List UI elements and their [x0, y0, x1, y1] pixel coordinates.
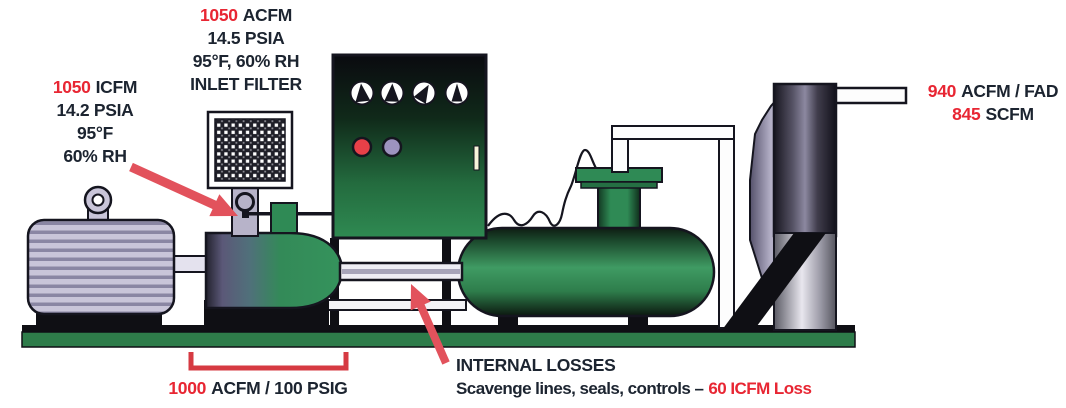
inlet-air-flow-value: 1050 — [52, 77, 91, 97]
internal-losses-title: INTERNAL LOSSES — [456, 355, 616, 375]
aftercooler — [722, 82, 908, 331]
compressor — [204, 231, 344, 330]
discharge-flow-unit: ACFM / FAD — [961, 81, 1059, 101]
tank-shell — [456, 226, 716, 318]
tank-to-aftercooler-pipe — [611, 125, 735, 329]
gauge-3 — [411, 80, 437, 106]
shaft-coupling — [171, 255, 211, 273]
compressor-rating-value: 1000 — [168, 378, 207, 398]
inlet-air-humidity: 60% RH — [63, 146, 127, 166]
inlet-filter-caption: INLET FILTER — [190, 74, 302, 94]
compressor-discharge-pipe — [338, 261, 464, 282]
arrow-internal-losses — [410, 284, 450, 365]
internal-losses-detail: Scavenge lines, seals, controls –60 ICFM… — [456, 377, 812, 400]
motor-body — [26, 218, 176, 316]
internal-losses-value: 60 ICFM Loss — [708, 379, 812, 398]
red-annotations — [129, 162, 450, 371]
discharge-pipe — [834, 86, 908, 105]
inlet-filter-assembly — [206, 110, 333, 237]
rating-bracket — [188, 352, 349, 371]
discharge-flow-value: 940 — [927, 81, 957, 101]
inlet-filter-flow-value: 1050 — [199, 5, 238, 25]
inlet-valve-stem — [242, 209, 249, 218]
gauge-2 — [379, 80, 405, 106]
tank-nozzle-neck — [597, 185, 641, 231]
door-handle — [473, 145, 480, 171]
internal-losses-label: INTERNAL LOSSES Scavenge lines, seals, c… — [456, 354, 812, 400]
compressor-body — [204, 231, 344, 310]
inlet-air-temperature: 95°F — [77, 123, 113, 143]
gauge-4 — [444, 80, 470, 106]
receiver-tank — [456, 148, 716, 318]
discharge-std-flow-value: 845 — [952, 104, 981, 124]
inlet-filter-pressure: 14.5 PSIA — [207, 28, 285, 48]
control-panel — [331, 53, 488, 240]
electric-motor — [26, 185, 211, 330]
discharge-std-flow-unit: SCFM — [985, 104, 1034, 124]
internal-losses-description: Scavenge lines, seals, controls – — [456, 379, 704, 398]
gauge-1 — [349, 80, 375, 106]
aftercooler-body-upper — [772, 82, 838, 238]
compressor-rating-unit: ACFM / 100 PSIG — [211, 378, 348, 398]
lifting-eye-hole — [91, 193, 105, 207]
inlet-filter-conditions: 95°F, 60% RH — [192, 51, 300, 71]
diagonal-strut — [722, 233, 826, 330]
inlet-air-flow-unit: ICFM — [95, 77, 138, 97]
control-hose — [487, 148, 605, 227]
inlet-filter-flow-unit: ACFM — [242, 5, 293, 25]
gray-button — [381, 136, 403, 158]
lower-pipe-rail — [305, 299, 467, 311]
tank-flange-lip — [580, 181, 658, 189]
red-button — [351, 136, 373, 158]
filter-element — [214, 118, 286, 182]
inlet-air-pressure: 14.2 PSIA — [56, 100, 134, 120]
inlet-valve — [235, 192, 255, 212]
arrow-inlet-conditions — [129, 162, 238, 217]
panel-leg-right — [442, 238, 451, 330]
unloader-block — [270, 202, 298, 234]
